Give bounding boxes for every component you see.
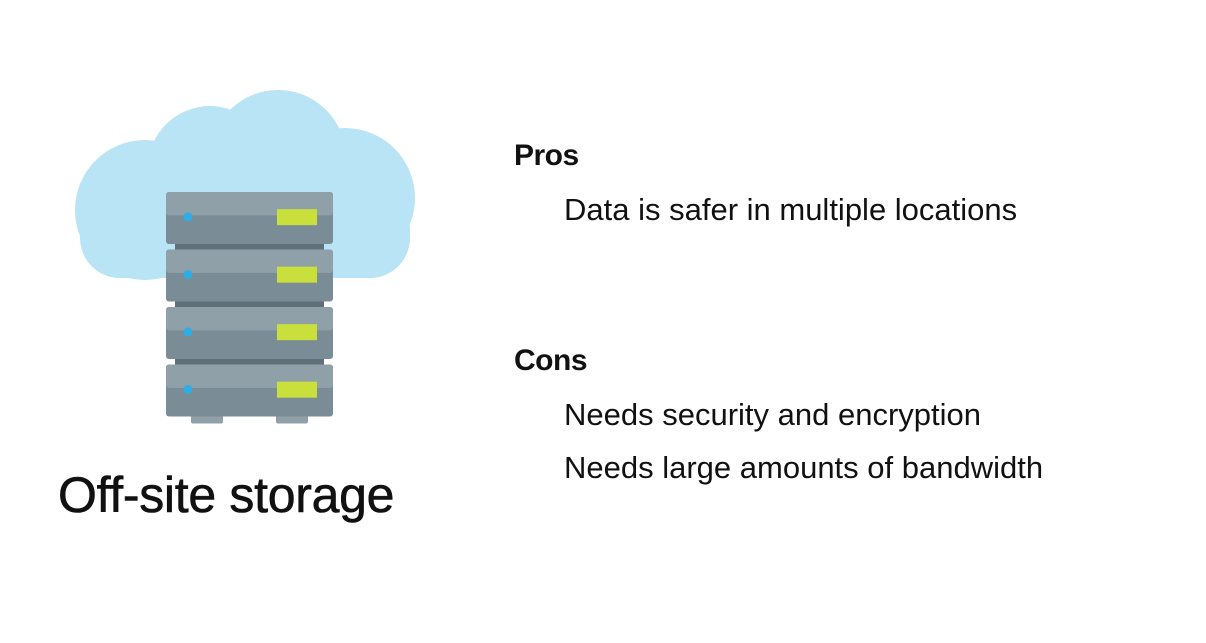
drive-slot-icon (277, 266, 317, 283)
drive-slot-icon (277, 381, 317, 398)
cons-item: Needs large amounts of bandwidth (564, 450, 1044, 485)
status-led-icon (183, 212, 193, 222)
cloud-server-icon (75, 90, 415, 424)
pros-heading: Pros (514, 139, 579, 172)
drive-slot-icon (277, 324, 317, 341)
server-foot (191, 414, 223, 424)
cons-item: Needs security and encryption (564, 397, 982, 432)
server-gap (175, 299, 324, 309)
pros-item: Data is safer in multiple locations (564, 192, 1018, 227)
server-gap (175, 242, 324, 252)
status-led-icon (183, 327, 193, 337)
server-rack-icon (166, 192, 333, 424)
status-led-icon (183, 269, 193, 279)
slide-title: Off-site storage (58, 467, 395, 524)
server-foot (276, 414, 308, 424)
cons-heading: Cons (514, 344, 588, 377)
server-gap (175, 357, 324, 367)
status-led-icon (183, 384, 193, 394)
drive-slot-icon (277, 209, 317, 226)
